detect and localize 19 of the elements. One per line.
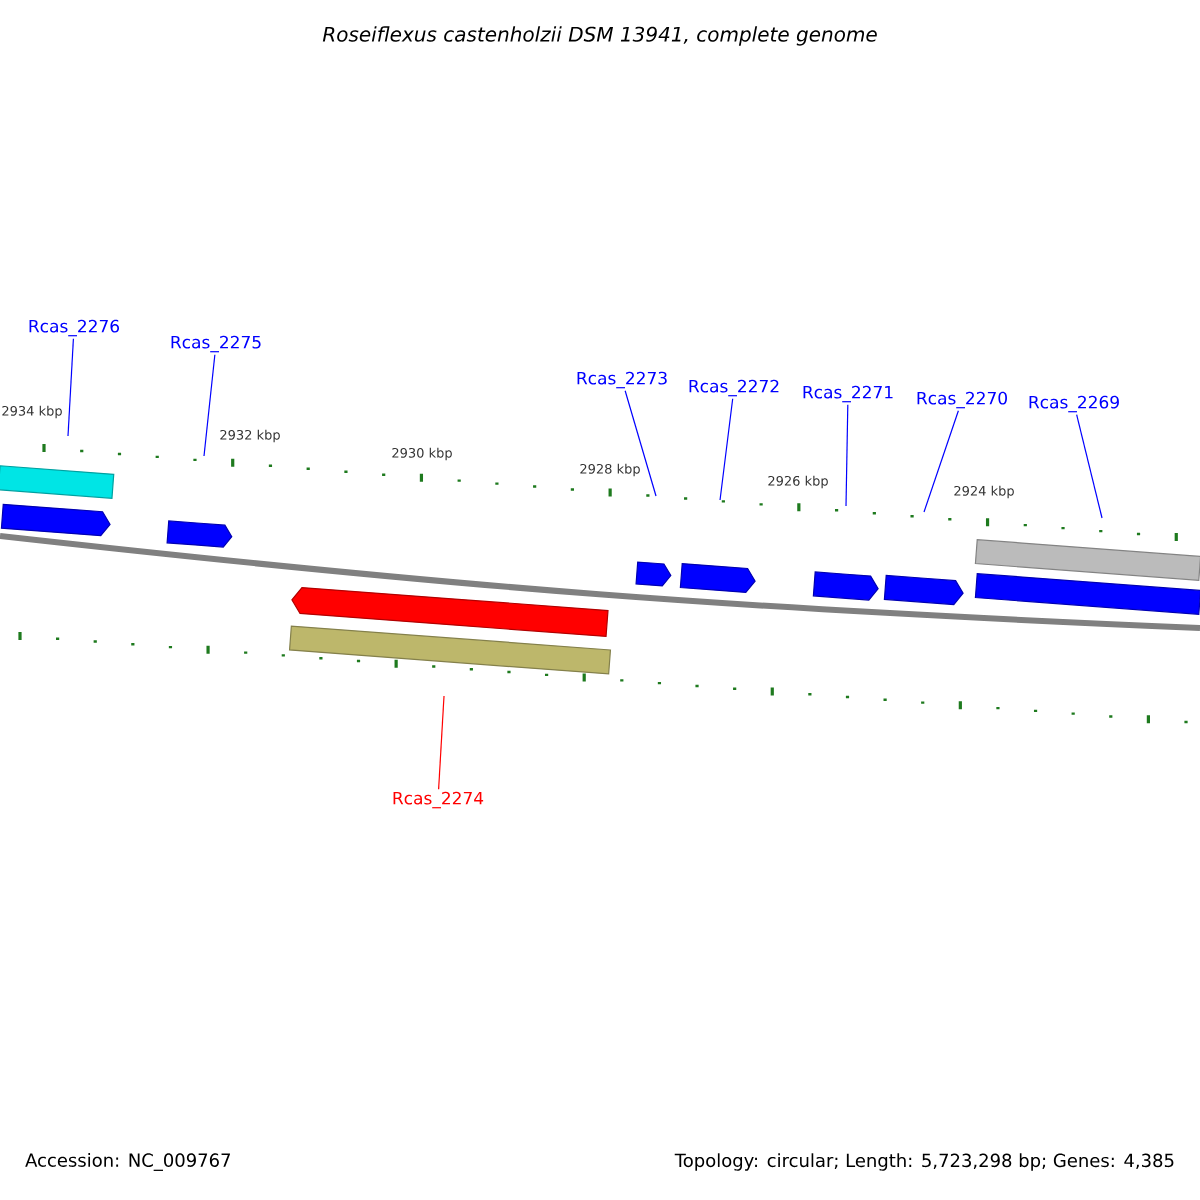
leader-line	[719, 398, 734, 501]
leader-line	[67, 338, 74, 437]
leader-line	[203, 354, 216, 457]
gene-label: Rcas_2275	[171, 335, 261, 353]
leader-line	[438, 695, 445, 790]
gene-label: Rcas_2271	[803, 385, 893, 403]
leader-line	[845, 404, 849, 507]
gene-label: Rcas_2269	[1029, 395, 1119, 413]
title: Roseiflexus castenholzii DSM 13941, complete genome	[322, 26, 877, 46]
leader-line	[624, 390, 657, 497]
gene-label: Rcas_2270	[917, 391, 1007, 409]
gene-label: Rcas_2273	[577, 371, 667, 389]
leader-line	[1076, 414, 1103, 519]
leader-line	[923, 410, 959, 513]
gene-label: Rcas_2272	[689, 379, 779, 397]
summary-text: Topology: circular; Length: 5,723,298 bp; Genes: 4,385	[674, 1153, 1174, 1171]
accession-text: Accession: NC_009767	[25, 1153, 230, 1171]
gene-label: Rcas_2276	[29, 319, 120, 337]
gene-label: Rcas_2274	[393, 791, 484, 809]
